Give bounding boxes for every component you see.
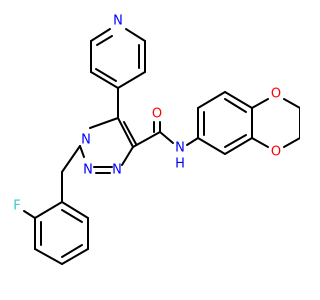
atom-labels: N N N N O N H O O F (13, 14, 281, 214)
atom-label: N (83, 163, 93, 178)
bond (23, 210, 36, 219)
bond (61, 248, 89, 265)
atom-nh-amide: N H (175, 141, 185, 172)
bonds (23, 28, 300, 265)
atom-label: O (271, 145, 281, 160)
atom-label: O (271, 87, 281, 102)
bond (96, 35, 113, 46)
bond (117, 117, 134, 148)
bond (61, 201, 89, 219)
bond (283, 98, 300, 109)
bond (61, 145, 81, 173)
bond (251, 137, 269, 148)
bond (89, 117, 119, 129)
bond (79, 145, 85, 158)
atom-o-dioxane-bottom: O (271, 145, 281, 160)
bond (283, 137, 300, 148)
atom-label-h: H (175, 157, 185, 172)
atom-o-dioxane-top: O (271, 87, 281, 102)
bond (61, 209, 83, 223)
bond (90, 71, 119, 89)
bond (132, 131, 161, 148)
bond (117, 71, 146, 89)
atom-label: N (81, 133, 91, 148)
bond (197, 137, 226, 155)
atom-label: O (152, 107, 162, 122)
bond (186, 137, 199, 146)
atom-o-amide: O (152, 107, 162, 122)
bond (121, 146, 134, 166)
atom-label: F (13, 199, 20, 214)
bond (224, 91, 253, 109)
bond (34, 248, 63, 265)
bond (90, 28, 111, 42)
bond (224, 134, 247, 148)
atom-label: N (113, 14, 123, 29)
bond (34, 201, 63, 219)
bond (95, 68, 117, 82)
atom-n-pyridine: N (113, 14, 123, 29)
bond (159, 131, 174, 144)
atom-n3-triazole: N (112, 163, 122, 178)
molecule-svg: N N N N O N H O O F (13, 14, 300, 265)
atom-label: N (175, 141, 185, 156)
molecule-structure: N N N N O N H O O F (13, 14, 300, 265)
atom-f: F (13, 199, 20, 214)
bond (125, 28, 146, 42)
atom-label: N (112, 163, 122, 178)
bond (251, 98, 269, 109)
bond (123, 121, 137, 145)
bond (197, 91, 226, 109)
atom-n1-triazole: N (81, 133, 91, 148)
atom-n2-triazole: N (83, 163, 93, 178)
bond (224, 137, 253, 155)
bond (61, 244, 83, 258)
bond (224, 98, 247, 113)
